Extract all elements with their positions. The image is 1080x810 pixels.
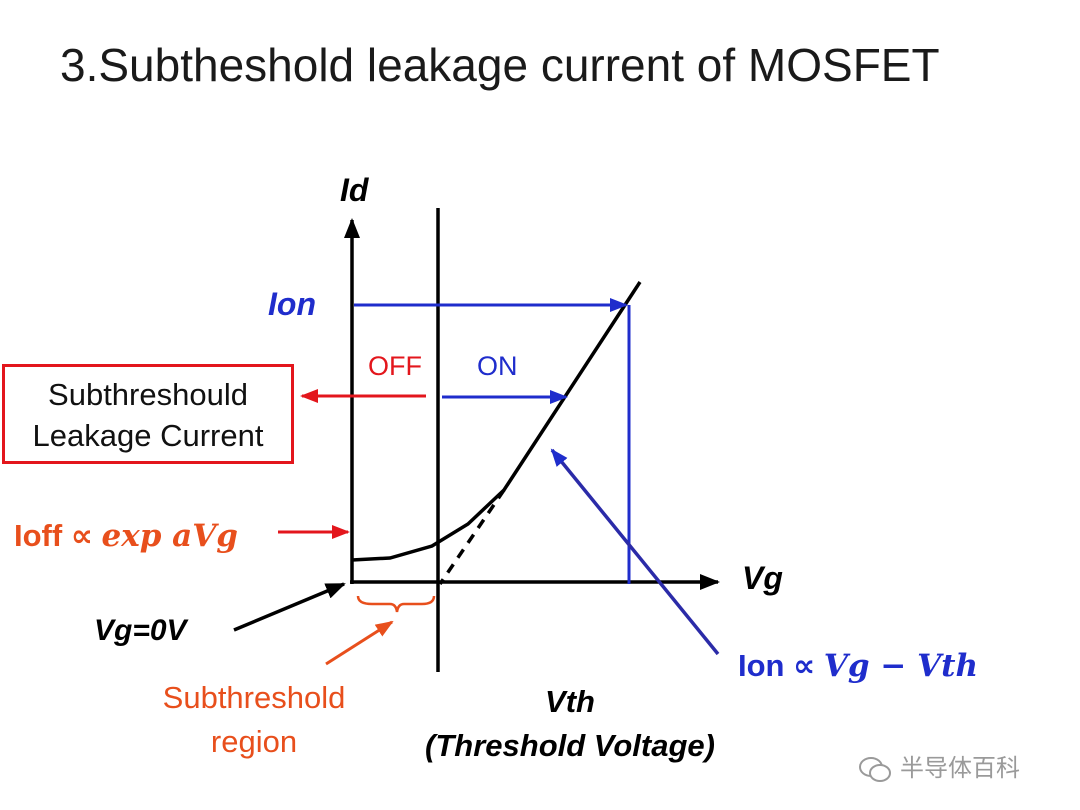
vg0-arrow [233,582,346,632]
ion-eq-operator: ∝ [784,648,824,683]
ioff-operator: ∝ [62,518,102,553]
x-axis-label: Vg [742,560,783,596]
id-vg-curve [351,281,642,562]
watermark: 半导体百科 [858,748,1020,784]
vth-label: Vth (Threshold Voltage) [400,680,740,768]
ion-eq-expression: Vg − Vth [823,648,978,684]
linear-extrapolation [438,489,506,585]
subthreshold-brace [356,595,436,613]
off-label: OFF [368,351,422,381]
watermark-text: 半导体百科 [900,755,1020,782]
subthreshold-region-label: Subthreshold region [130,676,378,764]
vg0-label: Vg=0V [94,614,187,647]
ion-eq-arrow [550,448,720,656]
subthreshold-leakage-box: Subthreshould Leakage Current [2,364,294,464]
ion-eq-prefix: Ion [738,648,785,683]
y-axis-label: Id [340,172,369,208]
leakage-box-line1: Subthreshould [48,377,248,412]
leakage-box-line2: Leakage Current [32,418,264,453]
ioff-expression: exp aVg [101,518,239,554]
on-label: ON [477,351,518,381]
subthreshold-region-line2: region [210,724,298,759]
ion-label: Ion [268,286,316,322]
subthreshold-region-line1: Subthreshold [162,680,346,715]
wechat-icon [859,756,891,782]
vth-line1: Vth [545,684,595,719]
subthreshold-arrow [325,620,394,666]
vth-line2: (Threshold Voltage) [425,728,715,763]
slide-title: 3.Subtheshold leakage current of MOSFET [60,39,940,91]
ioff-prefix: Ioff [14,518,63,553]
ioff-equation: Ioff ∝ exp aVg [14,518,238,554]
ion-equation: Ion ∝ Vg − Vth [738,648,978,684]
